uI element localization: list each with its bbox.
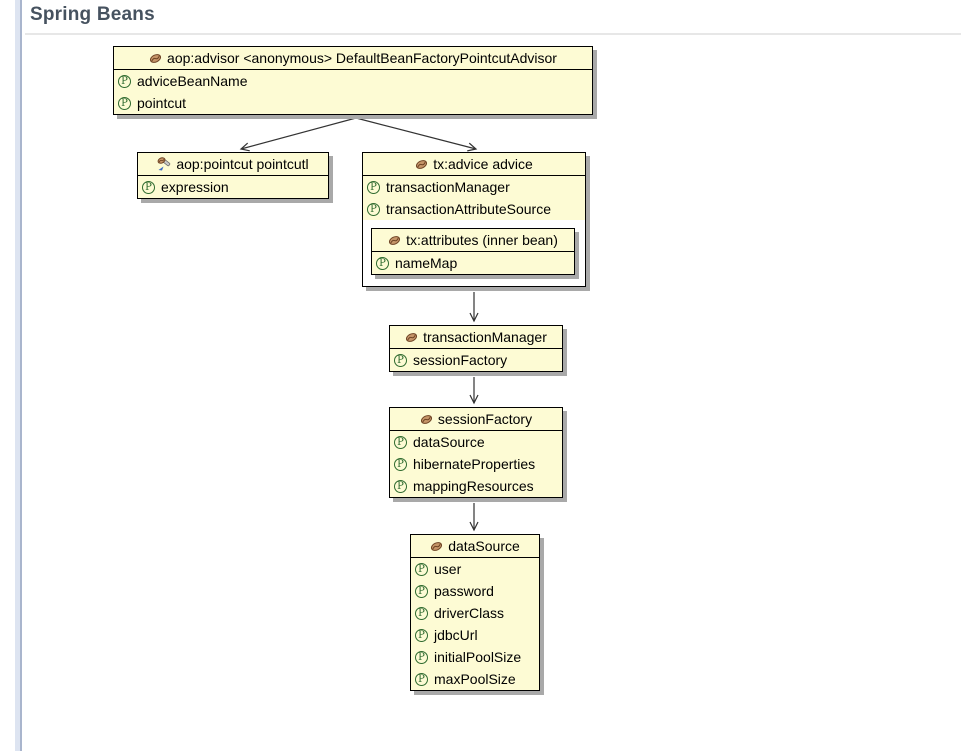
- bean-icon: [388, 235, 401, 246]
- property-row: P maxPoolSize: [411, 668, 539, 690]
- property-icon: P: [415, 584, 428, 598]
- property-row: P dataSource: [390, 431, 562, 453]
- property-row: P jdbcUrl: [411, 624, 539, 646]
- bean-node-tx-advice[interactable]: tx:advice advice P transactionManager P …: [362, 152, 586, 287]
- property-row: P nameMap: [372, 252, 574, 274]
- property-label: jdbcUrl: [434, 627, 478, 643]
- property-icon: P: [415, 628, 428, 642]
- bean-icon: [405, 332, 418, 343]
- bean-header-label: dataSource: [448, 538, 520, 554]
- property-label: password: [434, 583, 494, 599]
- bean-header-label: aop:advisor <anonymous> DefaultBeanFacto…: [167, 50, 557, 66]
- bean-node-pointcut[interactable]: aop:pointcut pointcutl P expression: [137, 152, 329, 199]
- bean-node-dataSource[interactable]: dataSource P user P password P driverCla…: [410, 534, 540, 691]
- bean-icon: [430, 541, 443, 552]
- property-icon: P: [142, 180, 155, 194]
- bean-header-label: tx:advice advice: [433, 156, 533, 172]
- property-label: maxPoolSize: [434, 671, 516, 687]
- property-row: P user: [411, 558, 539, 580]
- edge-advisor-pointcut: [239, 117, 357, 152]
- property-label: initialPoolSize: [434, 649, 522, 665]
- property-icon: P: [415, 606, 428, 620]
- property-label: nameMap: [395, 255, 458, 271]
- bean-header: sessionFactory: [390, 408, 562, 431]
- property-label: hibernateProperties: [413, 456, 536, 472]
- property-row: P hibernateProperties: [390, 453, 562, 475]
- property-row: P expression: [138, 176, 328, 198]
- title-divider: [25, 33, 961, 35]
- property-label: mappingResources: [413, 478, 534, 494]
- property-icon: P: [415, 650, 428, 664]
- bean-node-tx-attributes[interactable]: tx:attributes (inner bean) P nameMap: [371, 228, 575, 275]
- property-row: P sessionFactory: [390, 349, 562, 371]
- property-label: pointcut: [137, 95, 187, 111]
- property-label: adviceBeanName: [137, 73, 248, 89]
- bean-node-advisor[interactable]: aop:advisor <anonymous> DefaultBeanFacto…: [113, 46, 593, 115]
- pointcut-icon: [157, 157, 171, 171]
- bean-header-label: aop:pointcut pointcutl: [176, 156, 309, 172]
- property-label: user: [434, 561, 462, 577]
- property-icon: P: [394, 353, 407, 367]
- property-label: expression: [161, 179, 229, 195]
- inner-bean-area: tx:attributes (inner bean) P nameMap: [363, 220, 585, 286]
- property-row: P adviceBeanName: [114, 70, 592, 92]
- property-icon: P: [118, 96, 131, 110]
- bean-header: tx:advice advice: [363, 153, 585, 176]
- property-label: sessionFactory: [413, 352, 508, 368]
- bean-icon: [149, 53, 162, 64]
- property-icon: P: [415, 562, 428, 576]
- property-label: driverClass: [434, 605, 505, 621]
- property-icon: P: [367, 180, 380, 194]
- property-icon: P: [415, 672, 428, 686]
- property-row: P transactionAttributeSource: [363, 198, 585, 220]
- bean-header-label: tx:attributes (inner bean): [406, 232, 558, 248]
- property-icon: P: [376, 256, 389, 270]
- page-title: Spring Beans: [30, 4, 155, 25]
- property-label: transactionManager: [386, 179, 510, 195]
- bean-header: dataSource: [411, 535, 539, 558]
- bean-node-sessionFactory[interactable]: sessionFactory P dataSource P hibernateP…: [389, 407, 563, 498]
- property-row: P pointcut: [114, 92, 592, 114]
- property-icon: P: [394, 479, 407, 493]
- property-row: P transactionManager: [363, 176, 585, 198]
- property-icon: P: [118, 74, 131, 88]
- property-label: dataSource: [413, 434, 485, 450]
- edge-advisor-tx-advice: [355, 117, 478, 152]
- property-icon: P: [394, 457, 407, 471]
- bean-header-label: sessionFactory: [437, 411, 533, 427]
- property-row: P driverClass: [411, 602, 539, 624]
- property-icon: P: [394, 435, 407, 449]
- property-label: transactionAttributeSource: [386, 201, 551, 217]
- bean-header: tx:attributes (inner bean): [372, 229, 574, 252]
- property-row: P password: [411, 580, 539, 602]
- page-left-border: [15, 0, 22, 751]
- property-row: P mappingResources: [390, 475, 562, 497]
- bean-header: transactionManager: [390, 326, 562, 349]
- property-icon: P: [367, 202, 380, 216]
- bean-icon: [420, 414, 433, 425]
- bean-icon: [415, 159, 428, 170]
- bean-node-transactionManager[interactable]: transactionManager P sessionFactory: [389, 325, 563, 372]
- bean-header: aop:advisor <anonymous> DefaultBeanFacto…: [114, 47, 592, 70]
- bean-header: aop:pointcut pointcutl: [138, 153, 328, 176]
- bean-header-label: transactionManager: [423, 329, 547, 345]
- property-row: P initialPoolSize: [411, 646, 539, 668]
